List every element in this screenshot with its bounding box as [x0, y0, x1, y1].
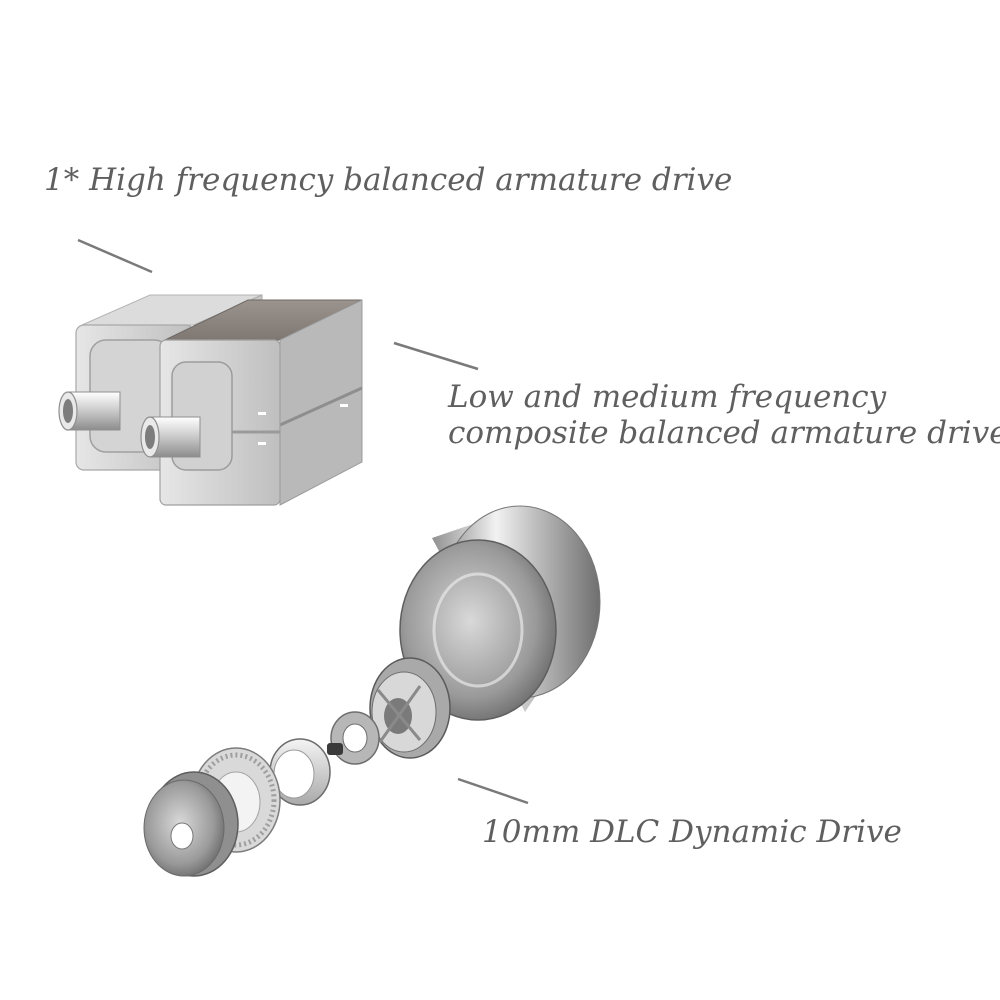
- caption-low-medium-line2: composite balanced armature drive: [448, 414, 1000, 451]
- front-cover: [143, 771, 239, 877]
- balanced-armature-drivers: [58, 294, 363, 506]
- magnet-cup: [399, 505, 601, 721]
- leader-line-dynamic: [457, 777, 529, 805]
- center-pin: [327, 743, 343, 755]
- voice-coil: [269, 738, 331, 806]
- dynamic-driver-exploded: [143, 505, 601, 877]
- leader-line-high: [77, 238, 153, 274]
- composite-armature-driver: [140, 299, 363, 506]
- caption-low-medium-line1: Low and medium frequency: [448, 379, 887, 415]
- caption-dynamic-driver: 10mm DLC Dynamic Drive: [482, 814, 902, 850]
- caption-high-frequency-driver: 1* High frequency balanced armature driv…: [44, 162, 733, 198]
- washer: [330, 711, 380, 765]
- pole-plate: [369, 657, 451, 759]
- caption-low-medium-driver: Low and medium frequency composite balan…: [448, 379, 1000, 451]
- leader-line-low: [393, 341, 479, 371]
